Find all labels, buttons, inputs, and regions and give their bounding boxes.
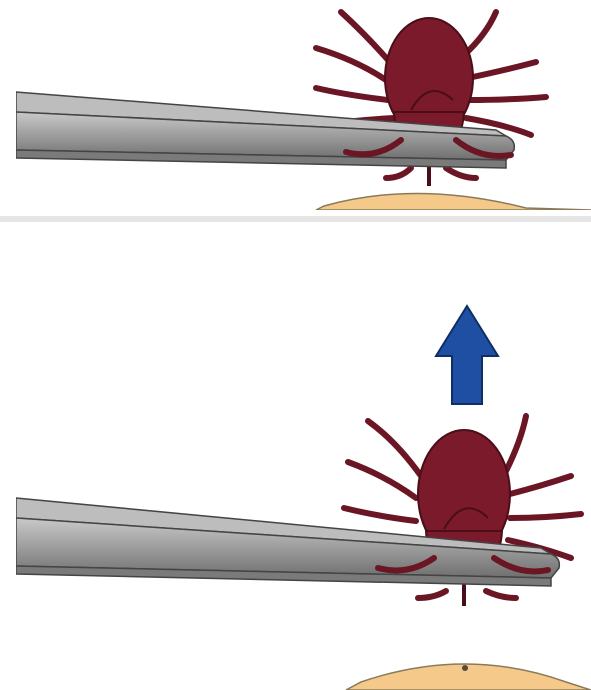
arrow-up-icon — [436, 306, 498, 404]
bite-mark — [462, 665, 468, 671]
panel-divider — [0, 216, 591, 222]
step-1-panel — [16, 0, 591, 210]
skin-surface — [346, 664, 591, 690]
step-2-panel — [16, 236, 591, 690]
skin-surface — [316, 193, 591, 210]
